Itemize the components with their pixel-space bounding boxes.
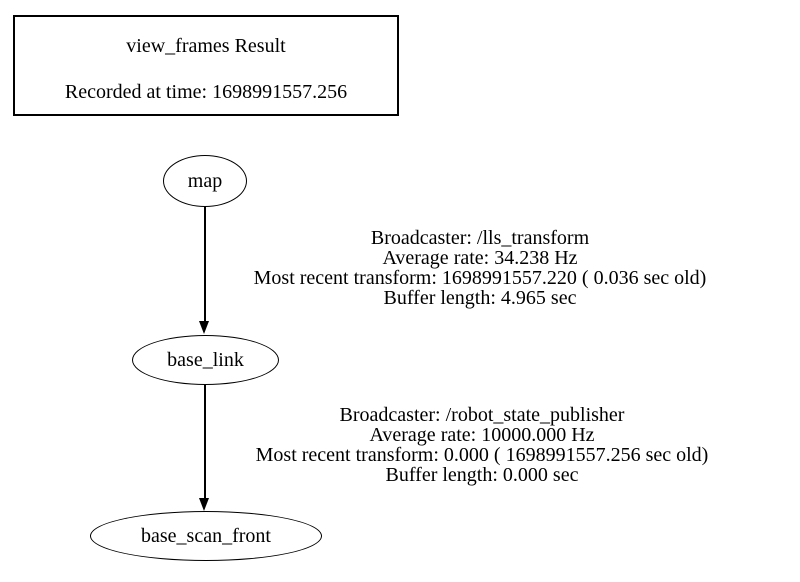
node-map: map: [163, 155, 247, 207]
edge-label-base-link-base-scan-front: Broadcaster: /robot_state_publisher Aver…: [182, 405, 782, 485]
buffer-length-text: Buffer length: 0.000 sec: [385, 464, 579, 486]
node-base-scan-front: base_scan_front: [90, 511, 322, 561]
broadcaster-text: Broadcaster: /lls_transform: [370, 227, 590, 249]
buffer-length-text: Buffer length: 4.965 sec: [383, 287, 577, 309]
edge-base-link-to-base-scan-front: [204, 385, 206, 499]
node-base-scan-front-label: base_scan_front: [141, 524, 271, 547]
view-frames-title-box: view_frames Result Recorded at time: 169…: [13, 15, 399, 116]
node-base-link: base_link: [132, 335, 279, 385]
node-map-label: map: [187, 169, 223, 192]
average-rate-text: Average rate: 34.238 Hz: [382, 247, 578, 269]
edge-map-to-base-link: [204, 207, 206, 323]
diagram-title: view_frames Result: [126, 35, 286, 57]
broadcaster-text: Broadcaster: /robot_state_publisher: [339, 404, 625, 426]
recorded-time-label: Recorded at time: 1698991557.256: [64, 81, 348, 103]
edge-label-map-base-link: Broadcaster: /lls_transform Average rate…: [180, 228, 780, 308]
most-recent-transform-text: Most recent transform: 0.000 ( 169899155…: [255, 444, 709, 466]
arrowhead-icon: [199, 498, 209, 511]
average-rate-text: Average rate: 10000.000 Hz: [369, 424, 595, 446]
arrowhead-icon: [199, 321, 209, 334]
most-recent-transform-text: Most recent transform: 1698991557.220 ( …: [253, 267, 707, 289]
node-base-link-label: base_link: [167, 348, 244, 371]
